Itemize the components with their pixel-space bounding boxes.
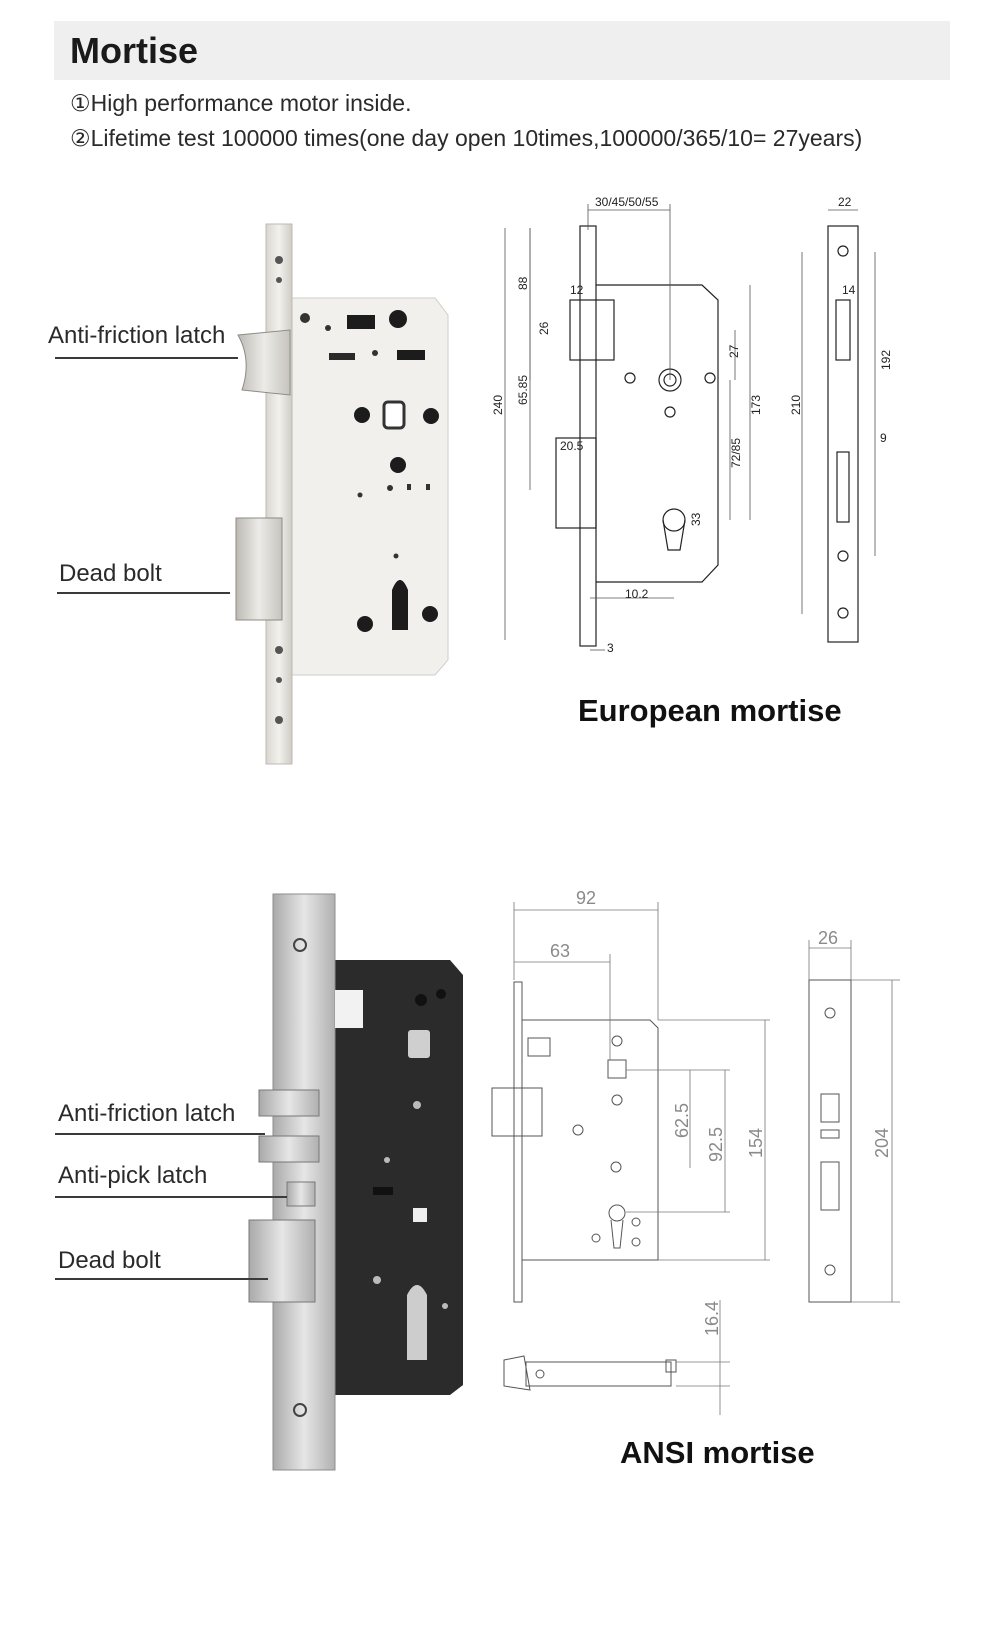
callout-anti-friction-latch: Anti-friction latch bbox=[58, 1100, 236, 1127]
dim-14: 14 bbox=[842, 283, 856, 297]
ansi-mortise-photo bbox=[248, 893, 463, 1471]
dim-16-4: 16.4 bbox=[702, 1301, 722, 1336]
dim-72-85: 72/85 bbox=[729, 438, 743, 468]
dim-63: 63 bbox=[550, 941, 570, 961]
european-mortise-photo bbox=[235, 223, 449, 765]
callout-line bbox=[55, 357, 238, 359]
dim-173: 173 bbox=[749, 395, 763, 415]
dim-88: 88 bbox=[516, 276, 530, 290]
callout-line bbox=[55, 1278, 268, 1280]
european-mortise-drawing: 30/45/50/55 22 12 14 20.5 10.2 3 9 240 8… bbox=[491, 195, 893, 655]
dim-210: 210 bbox=[789, 395, 803, 415]
dim-62-5: 62.5 bbox=[672, 1103, 692, 1138]
callout-line bbox=[57, 592, 230, 594]
dim-10-2: 10.2 bbox=[625, 587, 649, 601]
dim-3: 3 bbox=[607, 641, 614, 655]
dim-20-5: 20.5 bbox=[560, 439, 584, 453]
ansi-mortise-drawing: 92 63 26 62.5 92.5 154 204 16.4 bbox=[491, 888, 900, 1415]
callout-anti-pick-latch: Anti-pick latch bbox=[58, 1162, 208, 1189]
ansi-mortise-caption: ANSI mortise bbox=[620, 1435, 815, 1470]
dim-204: 204 bbox=[872, 1128, 892, 1158]
feature-motor: ①High performance motor inside. bbox=[70, 90, 412, 116]
dim-27: 27 bbox=[727, 344, 741, 358]
dim-26: 26 bbox=[818, 928, 838, 948]
callout-dead-bolt: Dead bolt bbox=[58, 1247, 161, 1274]
dim-33: 33 bbox=[689, 512, 703, 526]
dim-9: 9 bbox=[880, 431, 887, 445]
title-bar: Mortise bbox=[54, 21, 950, 80]
dim-65-85: 65.85 bbox=[516, 375, 530, 405]
dim-92: 92 bbox=[576, 888, 596, 908]
callout-line bbox=[55, 1196, 287, 1198]
page-title: Mortise bbox=[70, 30, 199, 71]
callout-anti-friction-latch: Anti-friction latch bbox=[48, 322, 226, 349]
dim-154: 154 bbox=[746, 1128, 766, 1158]
dim-92-5: 92.5 bbox=[706, 1127, 726, 1162]
european-mortise-caption: European mortise bbox=[578, 693, 842, 728]
feature-lifetime: ②Lifetime test 100000 times(one day open… bbox=[70, 125, 863, 151]
dim-12: 12 bbox=[570, 283, 584, 297]
callout-dead-bolt: Dead bolt bbox=[59, 560, 162, 587]
dim-192: 192 bbox=[879, 350, 893, 370]
dim-faceplate-width: 22 bbox=[838, 195, 852, 209]
dim-26: 26 bbox=[537, 321, 551, 335]
dim-backset: 30/45/50/55 bbox=[595, 195, 659, 209]
dim-240: 240 bbox=[491, 395, 505, 415]
callout-line bbox=[55, 1133, 265, 1135]
